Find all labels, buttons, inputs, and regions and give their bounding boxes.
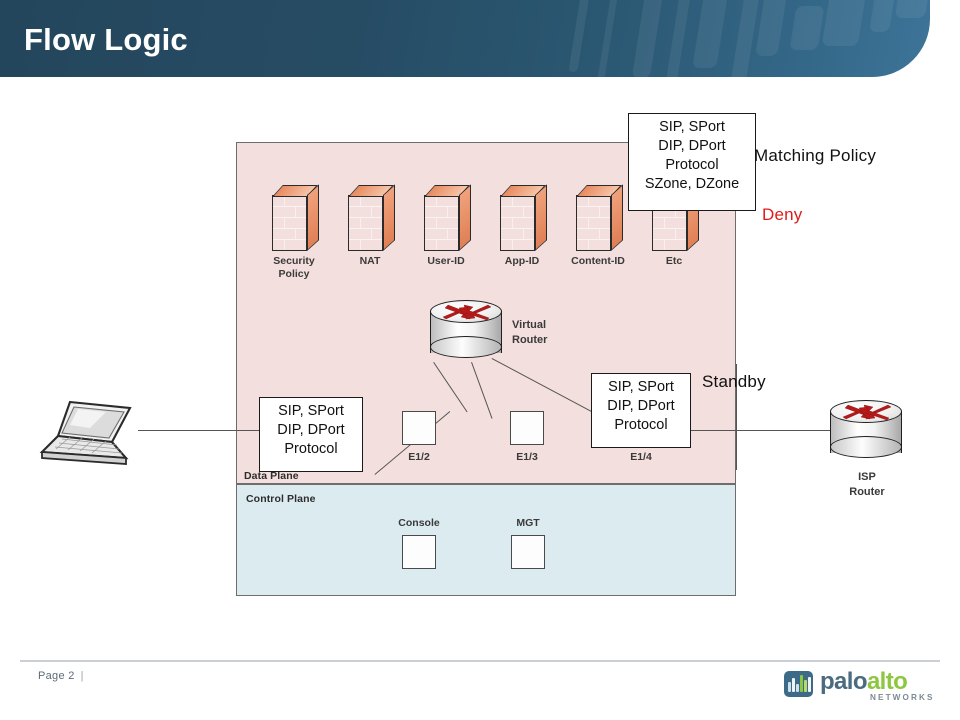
router-arrows-icon xyxy=(442,304,492,321)
port-mgt[interactable] xyxy=(511,535,545,569)
virtual-router-label: Virtual Router xyxy=(512,318,547,348)
firewall-label-nat: NAT xyxy=(324,255,416,268)
logo-word-palo: palo xyxy=(820,668,868,695)
isp-router-label: ISP Router xyxy=(836,470,898,500)
port-label-console: Console xyxy=(398,517,440,529)
logo-wordmark: paloalto xyxy=(820,668,908,696)
callout-line: Protocol xyxy=(614,417,668,433)
firewall-label-line1: NAT xyxy=(359,255,381,267)
callout-egress: SIP, SPort DIP, DPort Protocol xyxy=(591,373,691,448)
logo-word-alto: alto xyxy=(866,668,908,695)
firewall-label-content-id: Content-ID xyxy=(552,255,644,268)
firewall-icon-content-id xyxy=(576,184,623,251)
control-plane-container xyxy=(236,484,736,596)
page-separator: | xyxy=(80,670,84,682)
port-e1-3[interactable] xyxy=(510,411,544,445)
control-plane-label: Control Plane xyxy=(246,493,316,505)
firewall-label-line1: Security xyxy=(273,255,315,267)
callout-line: Protocol xyxy=(284,441,338,457)
firewall-label-line1: Content-ID xyxy=(571,255,625,267)
firewall-label-line1: User-ID xyxy=(427,255,465,267)
firewall-icon-security-policy xyxy=(272,184,319,251)
firewall-label-line1: Etc xyxy=(665,255,683,267)
logo-mark-icon xyxy=(784,671,813,697)
firewall-label-user-id: User-ID xyxy=(400,255,492,268)
virtual-router-label-line1: Virtual xyxy=(512,319,547,331)
port-e1-2[interactable] xyxy=(402,411,436,445)
laptop-icon xyxy=(34,398,138,470)
callout-line: DIP, DPort xyxy=(607,398,675,414)
port-console[interactable] xyxy=(402,535,436,569)
callout-line: DIP, DPort xyxy=(658,138,726,154)
virtual-router-label-line2: Router xyxy=(512,334,548,346)
page-number-text: Page 2 xyxy=(38,670,75,682)
annotation-deny: Deny xyxy=(762,205,803,224)
annotation-matching-policy: Matching Policy xyxy=(754,146,877,165)
callout-line: Protocol xyxy=(665,157,719,173)
firewall-label-security-policy: Security Policy xyxy=(248,255,340,281)
annotation-standby: Standby xyxy=(702,372,766,391)
callout-line: SIP, SPort xyxy=(608,379,674,395)
callout-line: DIP, DPort xyxy=(277,422,345,438)
callout-ingress: SIP, SPort DIP, DPort Protocol xyxy=(259,397,363,472)
isp-router-label-line2: Router xyxy=(849,486,885,498)
link-laptop-to-firewall xyxy=(138,430,268,432)
page-title: Flow Logic xyxy=(24,22,188,57)
port-label-e1-3: E1/3 xyxy=(516,451,538,463)
firewall-label-app-id: App-ID xyxy=(476,255,568,268)
data-plane-label: Data Plane xyxy=(244,470,299,482)
port-label-mgt: MGT xyxy=(516,517,540,529)
page-number-label: Page 2 | xyxy=(38,670,84,682)
port-label-e1-2: E1/2 xyxy=(408,451,430,463)
callout-line: SIP, SPort xyxy=(659,119,725,135)
firewall-label-etc: Etc xyxy=(628,255,720,268)
logo-subtitle: NETWORKS xyxy=(870,693,935,702)
isp-router-arrows-icon xyxy=(842,404,892,421)
link-e1-4-to-isp xyxy=(690,430,836,432)
callout-policy-match: SIP, SPort DIP, DPort Protocol SZone, DZ… xyxy=(628,113,756,211)
palo-alto-networks-logo: paloalto NETWORKS xyxy=(784,668,934,708)
firewall-label-line1: App-ID xyxy=(504,255,540,267)
footer-divider xyxy=(20,660,940,662)
isp-router-icon xyxy=(830,400,902,462)
callout-line: SZone, DZone xyxy=(644,176,740,192)
port-label-e1-4: E1/4 xyxy=(630,451,652,463)
firewall-icon-user-id xyxy=(424,184,471,251)
virtual-router-icon xyxy=(430,300,502,362)
firewall-icon-nat xyxy=(348,184,395,251)
slide-header: Flow Logic xyxy=(0,0,930,77)
standby-divider-line xyxy=(736,364,738,470)
isp-router-label-line1: ISP xyxy=(858,471,876,483)
callout-line: SIP, SPort xyxy=(278,403,344,419)
firewall-label-line2: Policy xyxy=(278,268,310,280)
firewall-icon-app-id xyxy=(500,184,547,251)
